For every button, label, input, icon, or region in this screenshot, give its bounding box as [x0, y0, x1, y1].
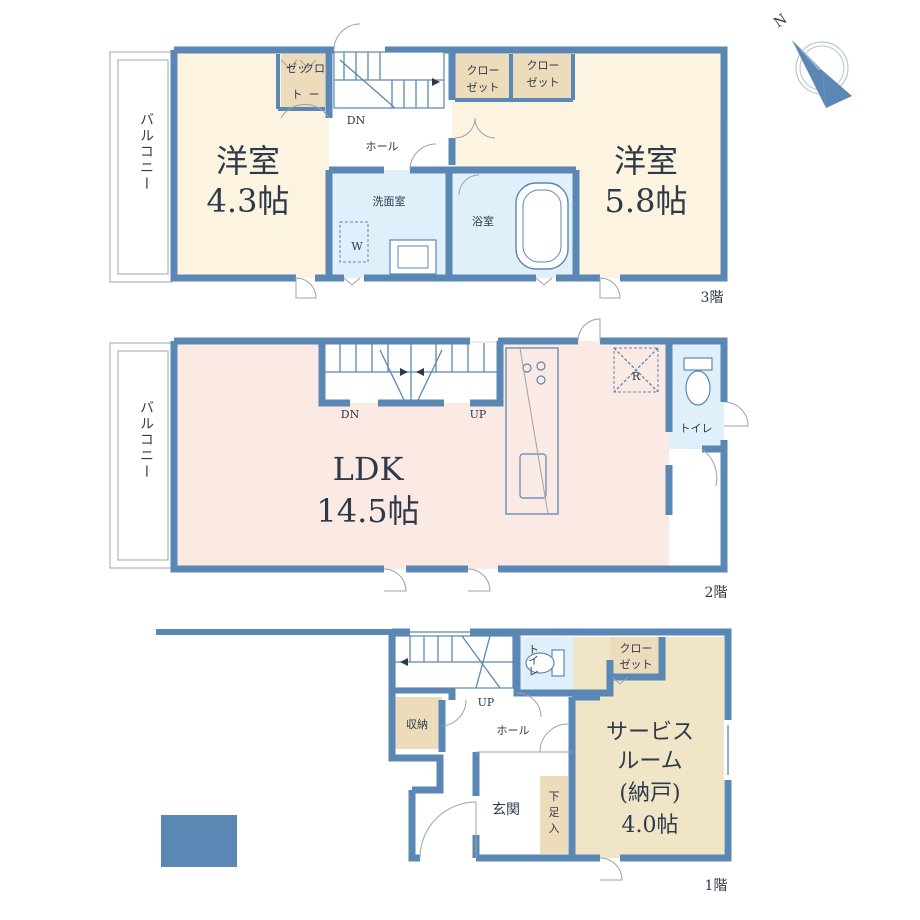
closet-left-text-4: ー — [309, 88, 320, 101]
floor-3: バルコニー — [109, 23, 728, 306]
door-closet-1f — [611, 676, 629, 685]
closet-mid-text-2: ゼット — [467, 81, 500, 94]
kitchen-sink — [519, 453, 547, 499]
door-3f-hall-left — [280, 103, 330, 119]
service-room-line-4: 4.0帖 — [622, 813, 679, 838]
storage-label: 収納 — [406, 718, 428, 731]
door-service-room — [539, 723, 569, 753]
stair-3f-dn: DN — [347, 114, 366, 127]
door-toilet-2f — [723, 401, 749, 427]
shoe-text-3: 入 — [549, 822, 560, 835]
door-3f-right — [599, 277, 621, 299]
shoe-cabinet — [540, 776, 568, 854]
entry-block — [161, 815, 237, 867]
ldk-size: 14.5帖 — [316, 492, 419, 530]
door-3f-left — [295, 277, 317, 299]
door-2f-top — [577, 318, 601, 342]
washer-label: W — [351, 240, 363, 253]
ldk-name: LDK — [333, 450, 405, 488]
hall-1f-label: ホール — [497, 724, 530, 737]
toilet-1f-label: トイレ — [527, 644, 540, 677]
floor-2: バルコニー — [109, 318, 749, 601]
room-right-name: 洋室 — [614, 142, 678, 180]
entrance-label: 玄関 — [492, 801, 520, 818]
service-room-line-1: サービス — [606, 720, 694, 745]
fridge-space — [613, 347, 659, 393]
closet-left-text-1: ゼッ — [286, 62, 308, 75]
door-2f-bottom-2 — [467, 568, 491, 592]
toilet-2f-label: トイレ — [680, 422, 713, 435]
stairs-2f — [322, 343, 500, 401]
door-2f-right — [701, 448, 718, 487]
floor-2-label: 2階 — [705, 585, 728, 601]
compass-icon: N — [771, 11, 852, 108]
closet-mid-text-1: クロー — [467, 64, 500, 77]
floor-1-label: 1階 — [705, 878, 728, 894]
closet-right-text-1: クロー — [527, 59, 560, 72]
toilet-bowl-2f — [685, 370, 711, 406]
service-room-line-2: ルーム — [617, 749, 682, 774]
hall-3f-label: ホール — [366, 140, 399, 153]
door-2f-bottom-1 — [383, 568, 407, 592]
room-left-size: 4.3帖 — [207, 182, 290, 220]
floor-3-label: 3階 — [701, 290, 724, 306]
stairs-1f — [394, 635, 514, 689]
closet-left-text-2: クロ — [303, 62, 325, 75]
closet-3f-mid — [455, 54, 511, 99]
shoe-text-1: 下 — [549, 790, 560, 803]
floor-1: トイレ クロー ゼット 収納 UP ホール サービス ルーム (納戸) 4.0帖… — [156, 628, 732, 894]
closet-3f-right — [513, 54, 573, 99]
stair-2f-dn: DN — [341, 408, 360, 421]
door-bathroom — [458, 174, 480, 196]
toilet-tank-2f — [683, 357, 713, 371]
toilet-bowl-1f — [525, 652, 555, 674]
room-right-size: 5.8帖 — [605, 182, 688, 220]
closet-left-text-3: ト — [292, 88, 303, 101]
storage-1f — [392, 697, 442, 749]
closet-1f — [610, 637, 662, 677]
kitchen-counter — [505, 347, 559, 515]
balcony-2f-label: バルコニー — [138, 400, 154, 480]
door-washroom-hall — [409, 143, 437, 171]
vanity — [389, 239, 437, 275]
washer-space — [339, 221, 369, 263]
stair-2f-up: UP — [470, 408, 487, 421]
door-storage — [441, 699, 467, 727]
compass-north-letter: N — [771, 11, 790, 31]
closet-1f-text-2: ゼット — [620, 658, 653, 671]
door-1f-bottom — [599, 857, 623, 881]
bathtub — [515, 182, 569, 270]
balcony-3f-label: バルコニー — [138, 112, 154, 192]
balcony-2f — [109, 342, 173, 569]
door-bath — [535, 277, 553, 286]
washroom-label: 洗面室 — [373, 194, 406, 208]
balcony-3f — [109, 51, 173, 283]
service-room-line-3: (納戸) — [619, 781, 680, 806]
room-left-name: 洋室 — [216, 142, 280, 180]
door-closet-mid — [454, 117, 496, 139]
fridge-label: R — [632, 370, 641, 383]
stairs-3f — [333, 51, 445, 109]
shoe-text-2: 足 — [549, 806, 560, 819]
stair-1f-up: UP — [478, 696, 495, 709]
bathroom-label: 浴室 — [472, 214, 494, 228]
door-3f-top — [333, 23, 361, 51]
closet-right-text-2: ゼット — [527, 76, 560, 89]
closet-1f-text-1: クロー — [620, 642, 653, 655]
door-washroom — [343, 277, 361, 286]
door-toilet-1f — [516, 692, 542, 718]
entrance-door — [419, 801, 477, 859]
